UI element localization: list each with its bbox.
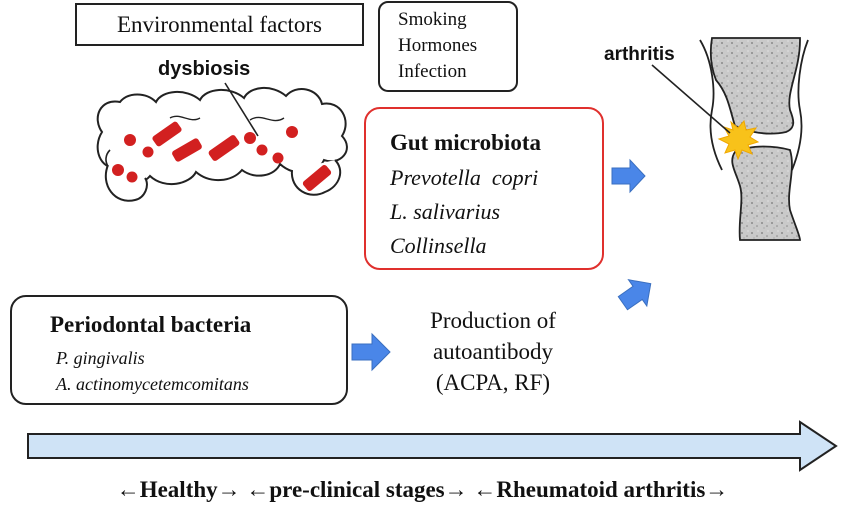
bacteria-coccus xyxy=(112,164,124,176)
timeline-stages-label: ←Healthy→ ←pre-clinical stages→ ←Rheumat… xyxy=(116,477,729,502)
factor-infection: Infection xyxy=(398,61,467,82)
factor-smoking: Smoking xyxy=(398,9,467,30)
bacteria-coccus xyxy=(244,132,256,144)
bacteria-coccus xyxy=(272,152,284,164)
intestine-icon xyxy=(96,87,348,202)
production-line-3: (ACPA, RF) xyxy=(435,370,551,395)
bacteria-rod xyxy=(302,164,332,192)
bacteria-coccus xyxy=(126,171,138,183)
blue-arrow-icon xyxy=(351,332,391,372)
blue-arrow-icon xyxy=(611,158,646,194)
environmental-factors-box: Environmental factors xyxy=(75,3,364,46)
bacteria-coccus xyxy=(256,144,268,156)
dysbiosis-pointer-line xyxy=(224,82,259,137)
periodontal-bacteria-title: Periodontal bacteria xyxy=(50,312,252,337)
production-line-2: autoantibody xyxy=(432,339,554,364)
gut-species-salivarius: L. salivarius xyxy=(390,199,501,224)
bacteria-rod xyxy=(172,138,202,162)
bacteria-rod xyxy=(208,135,240,161)
bacteria-coccus xyxy=(124,134,136,146)
blue-arrow-icon xyxy=(617,279,652,311)
gut-microbiota-box: Gut microbiota Prevotella copri L. saliv… xyxy=(364,107,604,270)
arthritis-label: arthritis xyxy=(604,44,675,65)
dysbiosis-label: dysbiosis xyxy=(158,58,251,80)
gut-species-collinsella: Collinsella xyxy=(390,233,487,258)
bacteria-coccus xyxy=(286,126,298,138)
periodontal-bacteria-box: Periodontal bacteria P. gingivalis A. ac… xyxy=(10,295,348,405)
perio-species-gingivalis: P. gingivalis xyxy=(56,348,145,368)
factor-hormones: Hormones xyxy=(398,35,478,56)
bone-joint-icon xyxy=(699,37,809,241)
arthritis-pointer-line xyxy=(651,64,731,134)
production-line-1: Production of xyxy=(430,308,556,333)
perio-species-actinomycetemcomitans: A. actinomycetemcomitans xyxy=(56,374,249,394)
inflammation-burst-icon xyxy=(717,119,760,161)
gut-species-prevotella: Prevotella copri xyxy=(390,165,539,190)
bacteria-rod xyxy=(152,121,182,147)
bacteria-coccus xyxy=(142,146,154,158)
gut-microbiota-title: Gut microbiota xyxy=(390,130,541,155)
factors-list-box: Smoking Hormones Infection xyxy=(378,1,518,92)
autoantibody-production-text: Production of autoantibody (ACPA, RF) xyxy=(386,305,600,398)
environmental-factors-label: Environmental factors xyxy=(116,12,322,37)
timeline-arrow xyxy=(27,420,838,472)
